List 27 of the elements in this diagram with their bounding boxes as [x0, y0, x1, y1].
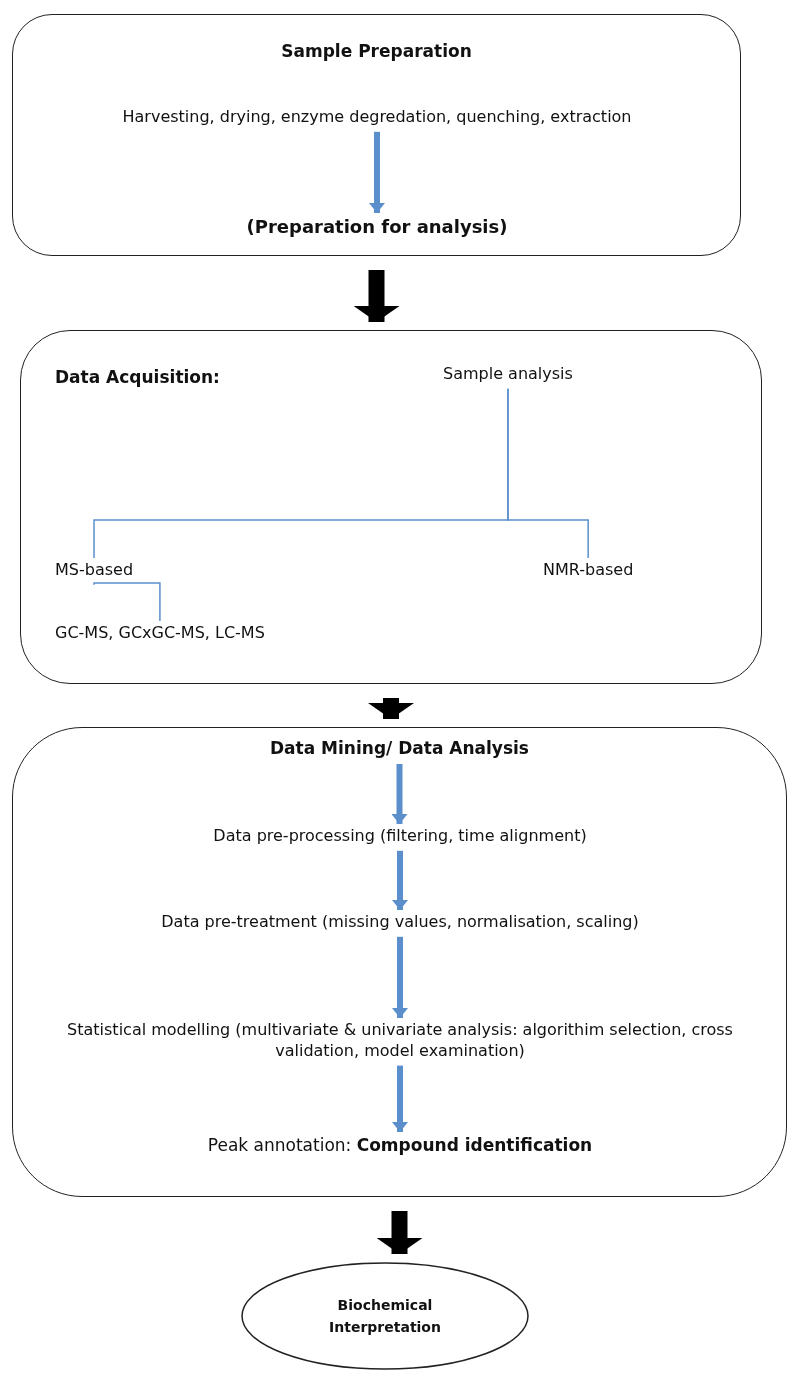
box-heading: Data Acquisition:	[55, 367, 220, 387]
arrow	[392, 936, 408, 1018]
step-text: (Preparation for analysis)	[246, 215, 508, 239]
arrow	[392, 850, 408, 910]
connector-line	[93, 582, 161, 622]
arrow	[353, 270, 400, 322]
rounded-box	[12, 14, 741, 256]
arrow	[369, 131, 385, 213]
step-text: Peak annotation: Compound identification	[207, 1134, 593, 1157]
step-text: MS-based	[55, 560, 134, 581]
box-heading: Sample Preparation	[281, 41, 472, 61]
connector-line	[507, 388, 589, 559]
arrow	[368, 698, 414, 719]
step-text: NMR-based	[543, 560, 634, 581]
arrow	[391, 764, 408, 824]
box-heading: Data Mining/ Data Analysis	[270, 738, 529, 758]
result-text: Biochemical Interpretation	[328, 1295, 442, 1337]
arrow	[376, 1211, 423, 1254]
rounded-box	[12, 727, 787, 1197]
step-text: Data pre-processing (filtering, time alignment)	[213, 826, 587, 847]
step-text: Sample analysis	[443, 364, 573, 385]
step-text: Data pre-treatment (missing values, normalisation, scaling)	[161, 912, 639, 933]
rounded-box	[20, 330, 762, 684]
arrow	[392, 1065, 408, 1132]
step-text: GC-MS, GCxGC-MS, LC-MS	[55, 623, 265, 644]
step-text: Statistical modelling (multivariate & univariate analysis: algorithim selection, cross validation, model examination)	[30, 1020, 770, 1062]
step-text: Harvesting, drying, enzyme degredation, quenching, extraction	[122, 107, 632, 128]
